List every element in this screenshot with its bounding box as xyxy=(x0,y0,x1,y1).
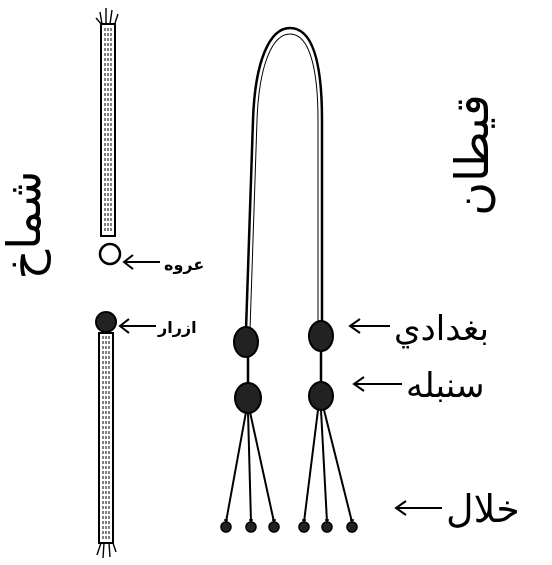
arrow-khalal-icon xyxy=(396,501,442,515)
lower-cord-fray xyxy=(97,543,116,558)
lower-cord xyxy=(96,312,116,558)
khalal-beads xyxy=(221,522,357,532)
upper-cord xyxy=(96,8,120,264)
tassel-loop xyxy=(246,28,322,330)
baghdadi-knot-right xyxy=(309,321,333,351)
label-khalal: خلال xyxy=(446,487,520,531)
tassel xyxy=(221,28,357,532)
label-sunbula: سنبله xyxy=(406,366,485,406)
arrow-baghdadi-icon xyxy=(350,319,390,333)
baghdadi-knot-left xyxy=(234,327,258,357)
arrow-sunbula-icon xyxy=(354,377,402,391)
label-baghdadi: بغدادي xyxy=(394,309,489,349)
sunbula-knot-left xyxy=(235,383,261,413)
arrow-izrar-icon xyxy=(120,319,156,333)
strands-right xyxy=(304,410,352,522)
label-qaytan: قيطان xyxy=(445,94,499,215)
label-shimaq: شماخ xyxy=(0,171,51,280)
label-urwa: عروه xyxy=(164,255,204,274)
label-izrar: ازرار xyxy=(157,318,197,337)
strands-left xyxy=(226,412,274,522)
sunbula-knot-right xyxy=(309,382,333,410)
button-knot xyxy=(96,312,116,332)
loop-circle xyxy=(100,244,120,264)
arrow-urwa-icon xyxy=(124,255,160,269)
